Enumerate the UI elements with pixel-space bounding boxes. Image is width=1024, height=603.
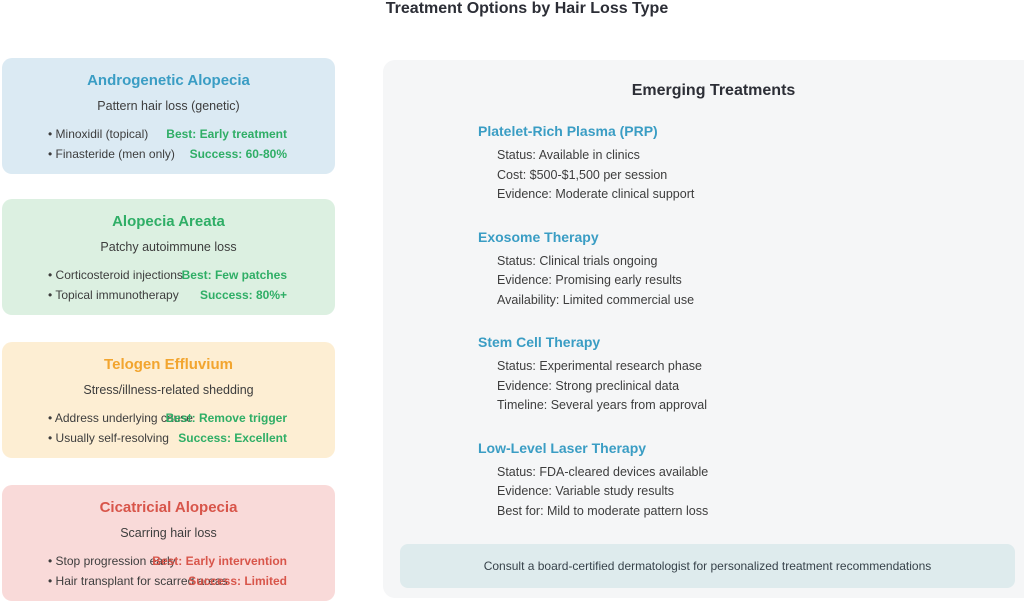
treatment-note: Success: Limited [188,574,287,588]
card-title: Androgenetic Alopecia [87,72,250,89]
dermatologist-consult-note: Consult a board-certified dermatologist … [400,544,1015,588]
section-line: Timeline: Several years from approval [497,398,708,412]
treatment-label: Finasteride (men only) [48,146,175,162]
section-title: Exosome Therapy [478,228,599,245]
treatment-note: Success: 80%+ [199,288,287,302]
treatment-row: Stop progression early Best: Early inter… [2,553,335,569]
page-title: Treatment Options by Hair Loss Type [385,0,669,17]
section-prp: Platelet-Rich Plasma (PRP) Status: Avail… [478,122,1024,205]
treatment-note: Best: Early treatment [166,127,287,141]
treatment-row: Hair transplant for scarred areas Succes… [2,573,335,589]
section-line: Evidence: Strong preclinical data [497,378,680,393]
treatment-note: Success: 60-80% [189,147,287,161]
treatment-row: Finasteride (men only) Success: 60-80% [2,146,335,162]
card-title: Telogen Effluvium [104,356,233,373]
card-title: Cicatricial Alopecia [99,499,238,516]
treatment-row: Usually self-resolving Success: Excellen… [2,430,335,446]
treatment-note: Best: Remove trigger [165,411,287,425]
section-title: Stem Cell Therapy [478,334,601,350]
section-line: Status: Available in clinics [497,148,640,162]
treatment-label: Corticosteroid injections [48,267,183,283]
treatment-row: Address underlying cause Best: Remove tr… [2,410,335,426]
card-subtitle: Patchy autoimmune loss [100,240,237,254]
card-subtitle: Pattern hair loss (genetic) [97,99,240,113]
section-title: Low-Level Laser Therapy [478,439,647,456]
section-line: Evidence: Moderate clinical support [497,187,695,201]
panel-heading: Emerging Treatments [631,82,796,99]
section-exosome-therapy: Exosome Therapy Status: Clinical trials … [478,228,1024,311]
treatment-label: Hair transplant for scarred areas [48,573,228,589]
treatment-note: Best: Early intervention [152,554,287,568]
section-line: Status: FDA-cleared devices available [497,464,709,479]
card-telogen-effluvium: Telogen Effluvium Stress/illness-related… [2,342,335,458]
section-stem-cell-therapy: Stem Cell Therapy Status: Experimental r… [478,333,1024,416]
card-androgenetic-alopecia: Androgenetic Alopecia Pattern hair loss … [2,58,335,174]
treatment-label: Stop progression early [48,553,176,569]
section-low-level-laser-therapy: Low-Level Laser Therapy Status: FDA-clea… [478,439,1024,522]
card-title: Alopecia Areata [112,213,225,230]
section-title: Platelet-Rich Plasma (PRP) [478,123,658,139]
card-subtitle: Stress/illness-related shedding [83,383,254,397]
emerging-treatments-panel: Emerging Treatments Platelet-Rich Plasma… [383,60,1024,598]
section-line: Status: Clinical trials ongoing [497,253,658,268]
card-alopecia-areata: Alopecia Areata Patchy autoimmune loss C… [2,199,335,315]
treatment-label: Topical immunotherapy [48,287,178,303]
section-line: Best for: Mild to moderate pattern loss [497,503,709,518]
treatment-row: Corticosteroid injections Best: Few patc… [2,267,335,283]
card-subtitle: Scarring hair loss [120,526,217,540]
section-line: Evidence: Variable study results [497,484,674,498]
section-line: Evidence: Promising early results [497,273,682,287]
emerging-sections: Platelet-Rich Plasma (PRP) Status: Avail… [478,122,1024,521]
treatment-row: Topical immunotherapy Success: 80%+ [2,287,335,303]
treatment-note: Success: Excellent [178,431,287,445]
treatment-label: Minoxidil (topical) [48,126,149,142]
section-line: Cost: $500-$1,500 per session [497,167,668,182]
card-cicatricial-alopecia: Cicatricial Alopecia Scarring hair loss … [2,485,335,601]
treatment-label: Address underlying cause [48,410,193,426]
treatment-row: Minoxidil (topical) Best: Early treatmen… [2,126,335,142]
section-line: Status: Experimental research phase [497,359,702,373]
section-line: Availability: Limited commercial use [497,292,695,307]
treatment-label: Usually self-resolving [48,430,169,446]
treatment-note: Best: Few patches [181,268,287,282]
